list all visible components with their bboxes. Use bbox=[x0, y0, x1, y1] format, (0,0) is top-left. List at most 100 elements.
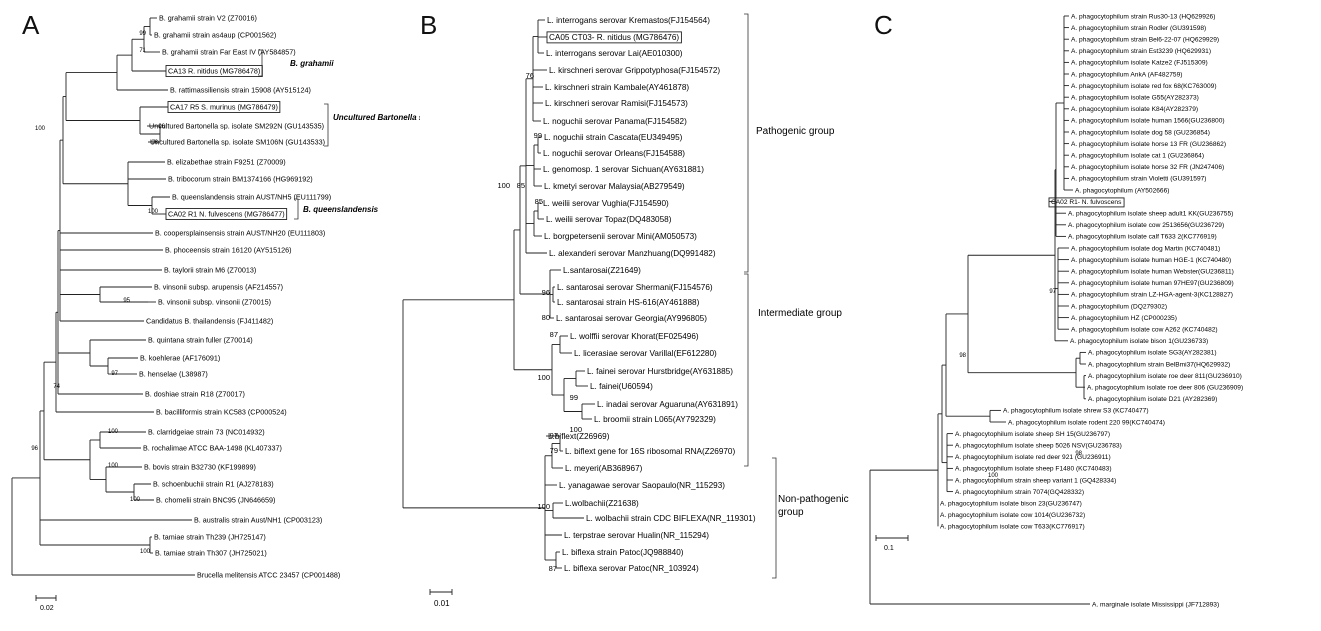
panel-b: B L. interrogans serovar Kremastos(FJ154… bbox=[400, 0, 870, 626]
bootstrap-value: 98 bbox=[959, 353, 966, 359]
bootstrap-value: 100 bbox=[108, 463, 119, 469]
leaf-label: A. phagocytophilum isolate dog Martin (K… bbox=[1071, 245, 1220, 252]
leaf-label: B. coopersplainsensis strain AUST/NH20 (… bbox=[155, 229, 325, 238]
leaf-label: Uncultured Bartonella sp. isolate SM106N… bbox=[150, 138, 325, 147]
leaf-label: L. yanagawae serovar Saopaulo(NR_115293) bbox=[559, 481, 725, 490]
highlight-box bbox=[165, 65, 263, 77]
tree-b: L. interrogans serovar Kremastos(FJ15456… bbox=[402, 13, 849, 608]
leaf-label: B. vinsonii subsp. arupensis (AF214557) bbox=[154, 283, 283, 292]
leaf-label: L. noguchii serovar Panama(FJ154582) bbox=[543, 117, 687, 126]
leaf-label: A. phagocytophilum isolate sheep F1480 (… bbox=[955, 466, 1112, 473]
leaf-label: A. phagocytophilum isolate red fox 68(KC… bbox=[1071, 83, 1217, 90]
leaf-label: A. phagocytophilum isolate sheep adult1 … bbox=[1068, 211, 1233, 218]
panel-a: A B. grahamii strain V2 (Z70016)B. graha… bbox=[0, 0, 435, 626]
leaf-label: L. interrogans serovar Lai(AE010300) bbox=[546, 49, 683, 58]
bootstrap-value: 74 bbox=[53, 384, 60, 390]
scale-label: 0.1 bbox=[884, 545, 894, 552]
leaf-label: A. phagocytophilum isolate bison 23(GU23… bbox=[940, 501, 1082, 508]
leaf-label: L. licerasiae serovar Varillal(EF612280) bbox=[574, 349, 717, 358]
bootstrap-value: 100 bbox=[108, 429, 119, 435]
bootstrap-value: 87 bbox=[550, 330, 558, 339]
group-bracket bbox=[258, 49, 263, 77]
bootstrap-value: 96 bbox=[158, 124, 165, 130]
bootstrap-value: 87 bbox=[549, 564, 557, 573]
leaf-label: A. phagocytophilum isolate Katze2 (FJ515… bbox=[1071, 60, 1208, 67]
leaf-label: B. grahamii strain Far East IV (AY584857… bbox=[162, 48, 296, 57]
panel-letter-a: A bbox=[22, 10, 40, 40]
tree-c: A. phagocytophilum strain Rus30-13 (HQ62… bbox=[869, 13, 1243, 608]
leaf-label: A. phagocytophilum isolate human Webster… bbox=[1071, 269, 1234, 276]
leaf-label: B. chomelii strain BNC95 (JN646659) bbox=[156, 496, 275, 505]
leaf-label: B. koehlerae (AF176091) bbox=[140, 354, 220, 363]
bootstrap-value: 76 bbox=[526, 71, 534, 80]
bootstrap-value: 100 bbox=[569, 425, 582, 434]
leaf-label: CA17 R5 S. murinus (MG786479) bbox=[170, 103, 278, 112]
bootstrap-value: 100 bbox=[537, 373, 550, 382]
leaf-label: L. meyeri(AB368967) bbox=[565, 464, 643, 473]
leaf-label: B. tamiae strain Th239 (JH725147) bbox=[154, 533, 266, 542]
leaf-label: A. phagocytophilum isolate cow 2513656(G… bbox=[1068, 222, 1224, 229]
leaf-label: A. phagocytophilum isolate red deer 921 … bbox=[955, 454, 1111, 461]
scale-label: 0.02 bbox=[40, 605, 54, 612]
leaf-label: A. phagocytophilum isolate horse 13 FR (… bbox=[1071, 141, 1226, 148]
leaf-label: L. santarosai serovar Georgia(AY996805) bbox=[556, 314, 707, 323]
leaf-label: L. fainei serovar Hurstbridge(AY631885) bbox=[587, 367, 733, 376]
bootstrap-value: 100 bbox=[148, 209, 159, 215]
bootstrap-value: 96 bbox=[151, 140, 158, 146]
leaf-label: A. phagocytophilum (AY502666) bbox=[1075, 187, 1169, 194]
group-bracket bbox=[294, 198, 299, 220]
group-bracket bbox=[744, 13, 749, 273]
leaf-label: B. queenslandensis strain AUST/NH5 (EU11… bbox=[172, 193, 331, 202]
leaf-label: A. phagocytophilum isolate rodent 220 99… bbox=[1008, 419, 1165, 426]
leaf-label: A. phagocytophilum strain 7074(GQ428332) bbox=[955, 489, 1084, 496]
bootstrap-value: 85 bbox=[535, 197, 543, 206]
leaf-label: B. grahamii strain as4aup (CP001562) bbox=[154, 31, 276, 40]
leaf-label: L. fainei(U60594) bbox=[590, 382, 653, 391]
leaf-label: L. wolffii serovar Khorat(EF025496) bbox=[570, 332, 699, 341]
panel-letter-c: C bbox=[874, 10, 893, 40]
group-label: Pathogenic group bbox=[756, 126, 835, 137]
leaf-label: A. phagocytophilum strain LZ-HGA-agent-3… bbox=[1071, 292, 1233, 299]
leaf-label: A. phagocytophilum isolate roe deer 806 … bbox=[1087, 385, 1243, 392]
leaf-label: B. rochalimae ATCC BAA-1498 (KL407337) bbox=[143, 444, 282, 453]
bootstrap-value: 98 bbox=[1075, 451, 1082, 457]
leaf-label: A. phagocytophilum isolate sheep SH 15(G… bbox=[955, 431, 1110, 438]
highlight-box bbox=[546, 31, 682, 44]
leaf-label: B. doshiae strain R18 (Z70017) bbox=[145, 390, 245, 399]
leaf-label: B. phoceensis strain 16120 (AY515126) bbox=[165, 246, 292, 255]
leaf-label: L. kirschneri serovar Ramisi(FJ154573) bbox=[545, 99, 688, 108]
leaf-label: A. phagocytophilum strain Violetti (GU39… bbox=[1071, 176, 1207, 183]
bootstrap-value: 71 bbox=[139, 48, 146, 54]
leaf-label: Candidatus B. thailandensis (FJ411482) bbox=[146, 317, 273, 326]
highlight-box bbox=[165, 208, 288, 220]
leaf-label: B. tribocorum strain BM1374166 (HG969192… bbox=[168, 175, 313, 184]
leaf-label: A. phagocytophilum AnkA (AF482759) bbox=[1071, 71, 1182, 78]
leaf-label: B. henselae (L38987) bbox=[139, 370, 208, 379]
leaf-label: A. phagocytophilum isolate horse 32 FR (… bbox=[1071, 164, 1224, 171]
leaf-label: A. phagocytophilum isolate K84(AY282379) bbox=[1071, 106, 1198, 113]
leaf-label: Uncultured Bartonella sp. isolate SM292N… bbox=[149, 122, 324, 131]
leaf-label: A. phagocytophilum isolate shrew S3 (KC7… bbox=[1003, 408, 1149, 415]
leaf-label: A. phagocytophilum isolate SG3(AY282381) bbox=[1088, 350, 1217, 357]
leaf-label: A. phagocytophilum strain Bel6-22-07 (HQ… bbox=[1071, 37, 1219, 44]
leaf-label: L. kirschneri serovar Grippotyphosa(FJ15… bbox=[549, 66, 720, 75]
leaf-label: L. biflext gene for 16S ribosomal RNA(Z2… bbox=[565, 447, 735, 456]
group-label: B. grahamii bbox=[290, 59, 334, 68]
leaf-label: B. australis strain Aust/NH1 (CP003123) bbox=[194, 516, 322, 525]
leaf-label: A. phagocytophilum isolate dog 58 (GU236… bbox=[1071, 129, 1210, 136]
highlight-box bbox=[1048, 197, 1125, 208]
bootstrap-value: 95 bbox=[123, 298, 130, 304]
leaf-label: L. santarosai serovar Shermani(FJ154576) bbox=[557, 283, 713, 292]
leaf-label: CA13 R. nitidus (MG786478) bbox=[168, 67, 260, 76]
leaf-label: Brucella melitensis ATCC 23457 (CP001488… bbox=[197, 571, 340, 580]
bootstrap-value: 99 bbox=[139, 31, 146, 37]
leaf-label: B. clarridgeiae strain 73 (NC014932) bbox=[148, 428, 265, 437]
leaf-label: L. noguchii serovar Orleans(FJ154588) bbox=[543, 149, 685, 158]
group-label: Intermediate group bbox=[758, 308, 842, 319]
leaf-label: A. phagocytophilum isolate human 97HE97(… bbox=[1071, 280, 1234, 287]
group-bracket bbox=[744, 273, 749, 467]
bootstrap-value: 100 bbox=[497, 181, 510, 190]
leaf-label: B. vinsonii subsp. vinsonii (Z70015) bbox=[158, 298, 271, 307]
leaf-label: A. phagocytophilum isolate human HGE-1 (… bbox=[1071, 257, 1231, 264]
leaf-label: CA02 R1- N. fulvoscens bbox=[1051, 199, 1122, 206]
